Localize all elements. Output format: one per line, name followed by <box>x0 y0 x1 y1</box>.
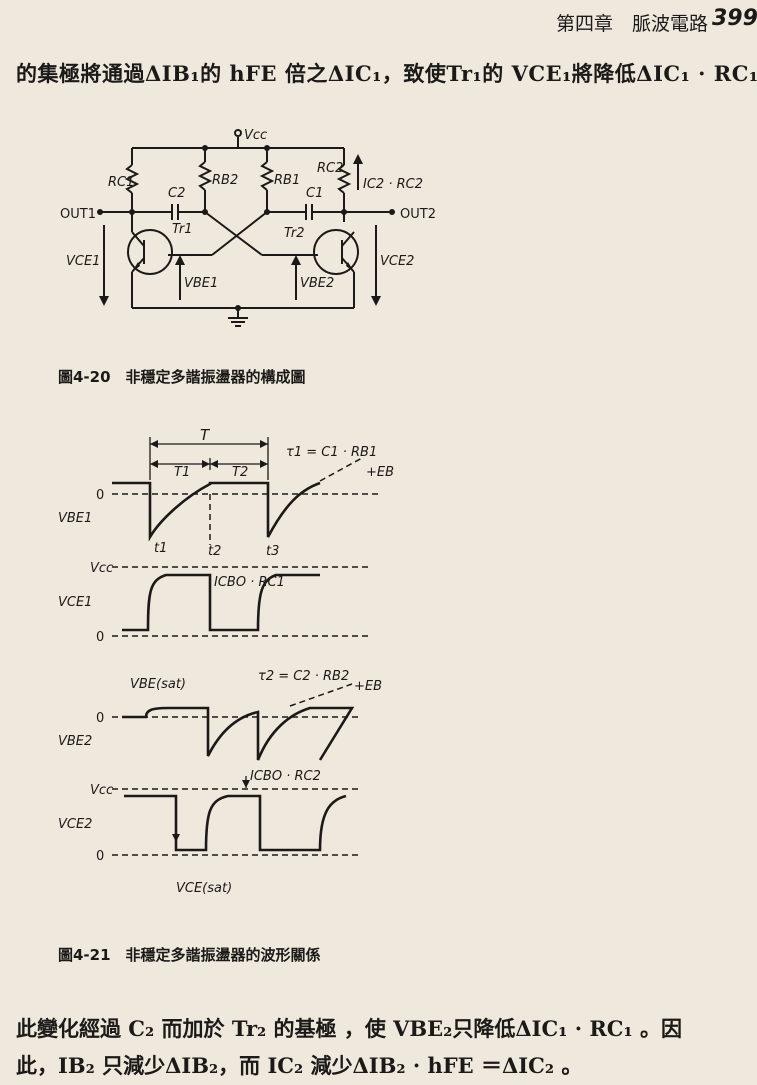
vcc-wave-label-1: Vcc <box>90 561 113 576</box>
period-T1-label: T1 <box>174 465 190 480</box>
zero-level-1: 0 <box>96 488 104 503</box>
rc1-label: RC1 <box>108 175 134 190</box>
out2-label: OUT2 <box>400 207 436 222</box>
zero-level-2: 0 <box>96 630 104 645</box>
period-T2-label: T2 <box>232 465 248 480</box>
vcc-wave-label-2: Vcc <box>90 783 113 798</box>
vce1-label: VCE1 <box>66 254 100 269</box>
body-text-top: 的集極將通過ΔIB₁的 hFE 倍之ΔIC₁，致使Tr₁的 VCE₁將降低ΔIC… <box>16 61 757 86</box>
vbe1-label: VBE1 <box>184 276 218 291</box>
plus-eb-label-1: +EB <box>366 465 394 480</box>
t3-label: t3 <box>266 544 279 559</box>
period-T-label: T <box>200 426 211 444</box>
tr2-label: Tr2 <box>284 226 305 241</box>
tau1-label: τ1 = C1 · RB1 <box>286 445 377 460</box>
page-number: 399 <box>712 6 757 31</box>
rb1-label: RB1 <box>274 173 300 188</box>
rb2-label: RB2 <box>212 173 238 188</box>
t2-label: t2 <box>208 544 221 559</box>
zero-level-3: 0 <box>96 711 104 726</box>
rc2-label: RC2 <box>317 161 343 176</box>
icbo-rc1-label: ICBO · RC1 <box>214 575 285 590</box>
vbe-sat-label: VBE(sat) <box>130 677 186 692</box>
figure-caption-4-20: 圖4-20 非穩定多諧振盪器的構成圖 <box>58 368 306 386</box>
ic2rc2-label: IC2 · RC2 <box>363 177 423 192</box>
tr1-label: Tr1 <box>172 222 193 237</box>
c1-label: C1 <box>306 186 323 201</box>
figure-caption-4-21: 圖4-21 非穩定多諧振盪器的波形關係 <box>58 946 321 964</box>
vbe2-label: VBE2 <box>300 276 334 291</box>
zero-level-4: 0 <box>96 849 104 864</box>
vce-sat-label: VCE(sat) <box>176 881 232 896</box>
vbe1-wave-label: VBE1 <box>58 511 92 526</box>
vce2-label: VCE2 <box>380 254 414 269</box>
chapter-header: 第四章 脈波電路 <box>556 13 709 35</box>
vce1-wave-label: VCE1 <box>58 595 92 610</box>
vbe2-wave-label: VBE2 <box>58 734 92 749</box>
t1-label: t1 <box>154 541 167 556</box>
plus-eb-label-2: +EB <box>354 679 382 694</box>
vcc-label: Vcc <box>244 128 267 143</box>
c2-label: C2 <box>168 186 185 201</box>
body-text-bottom-1: 此變化經過 C₂ 而加於 Tr₂ 的基極 ，使 VBE₂只降低ΔIC₁ · RC… <box>16 1016 683 1041</box>
body-text-bottom-2: 此，IB₂ 只減少ΔIB₂，而 IC₂ 減少ΔIB₂ · hFE ＝ΔIC₂ 。 <box>16 1053 583 1078</box>
tau2-label: τ2 = C2 · RB2 <box>258 669 349 684</box>
icbo-rc2-label: ICBO · RC2 <box>250 769 321 784</box>
out1-label: OUT1 <box>60 207 96 222</box>
vce2-wave-label: VCE2 <box>58 817 92 832</box>
